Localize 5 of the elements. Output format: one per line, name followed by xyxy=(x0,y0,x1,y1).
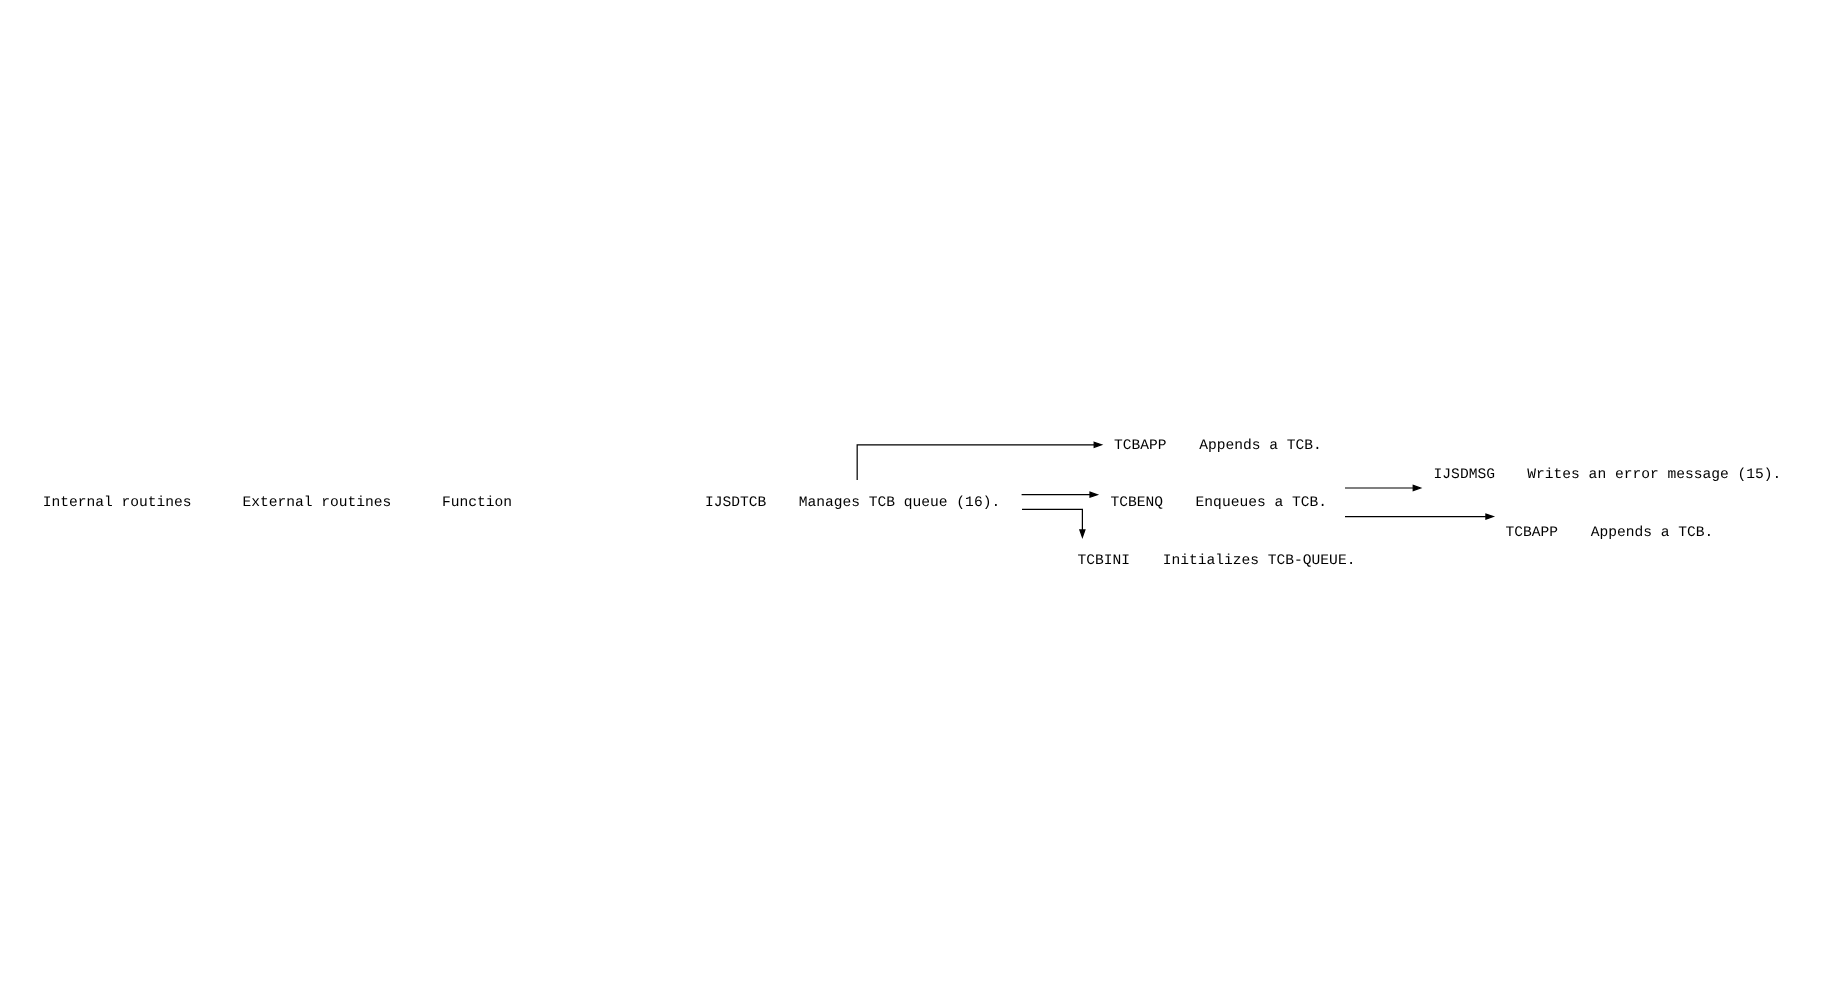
arrow xyxy=(1344,513,1496,521)
arrow xyxy=(1021,508,1086,540)
arrow xyxy=(856,441,1104,481)
arrow xyxy=(1344,484,1423,492)
arrow xyxy=(1021,491,1100,499)
